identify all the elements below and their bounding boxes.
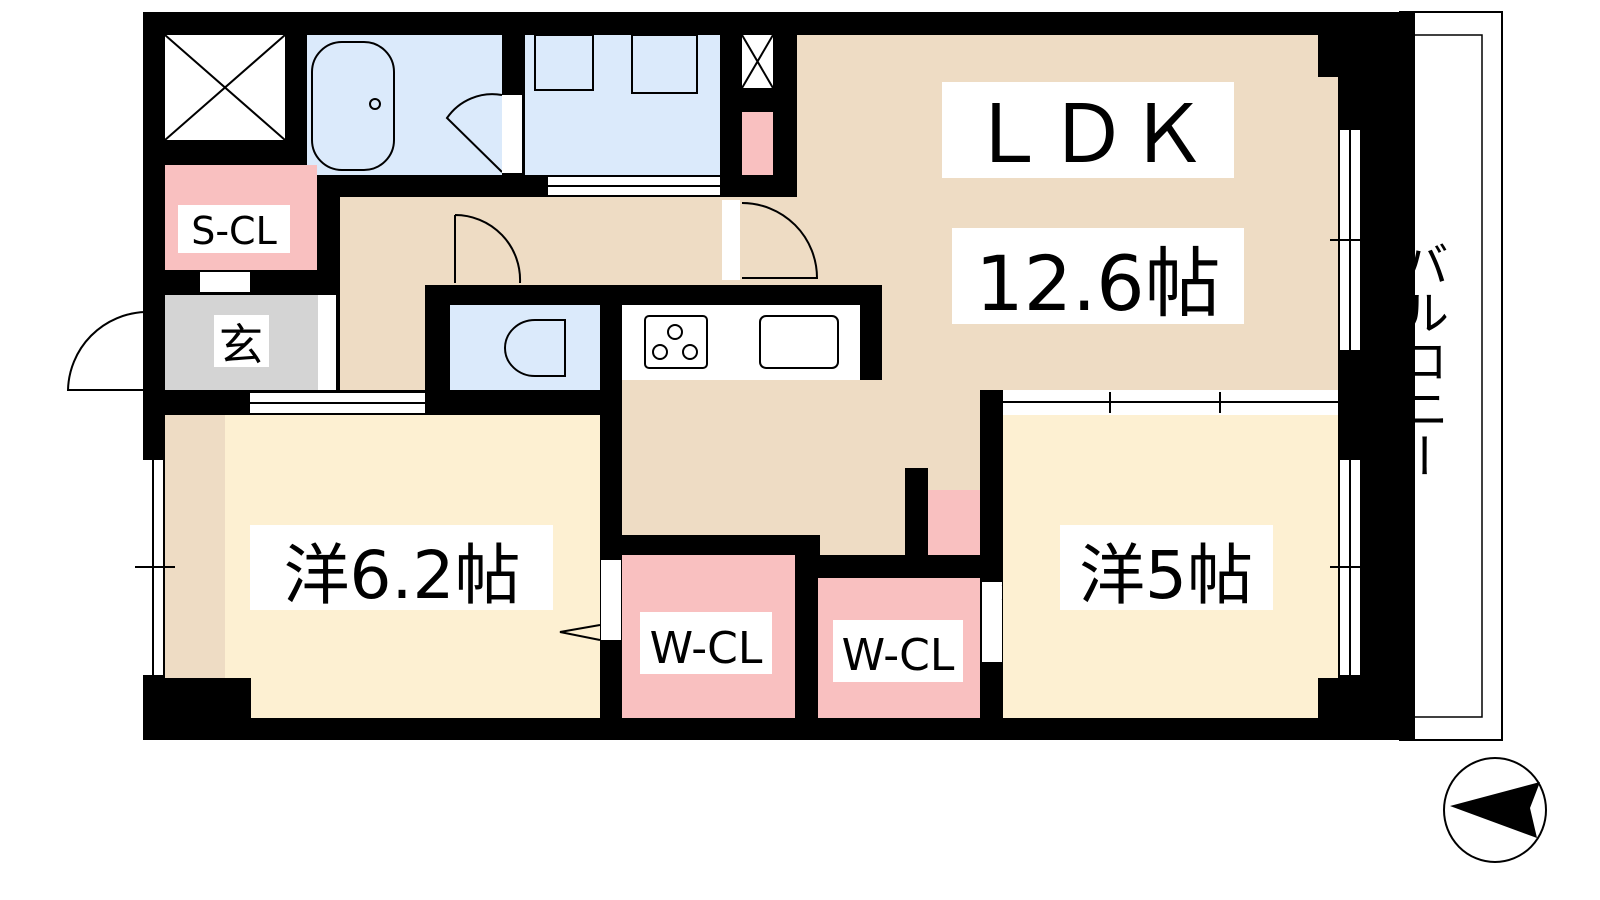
storage (742, 112, 773, 175)
toilet-room (450, 305, 600, 390)
compass-icon (1443, 757, 1547, 863)
balcony (1399, 11, 1503, 741)
ldk-size-label: 12.6帖 (975, 239, 1220, 328)
walk-in-closet-2-label: W-CL (842, 630, 955, 681)
ldk-label: ＬＤＫ (968, 88, 1208, 181)
stove-icon (644, 315, 708, 369)
bathroom (307, 35, 502, 175)
western-room-2-label: 洋5帖 (1079, 537, 1253, 614)
entrance-label: 玄 (219, 320, 263, 371)
washroom (525, 35, 720, 175)
western-room-1-label: 洋6.2帖 (284, 537, 521, 614)
storage-closet-label: S-CL (191, 209, 277, 253)
walk-in-closet-1-label: W-CL (650, 623, 763, 674)
sink-icon (759, 315, 839, 369)
